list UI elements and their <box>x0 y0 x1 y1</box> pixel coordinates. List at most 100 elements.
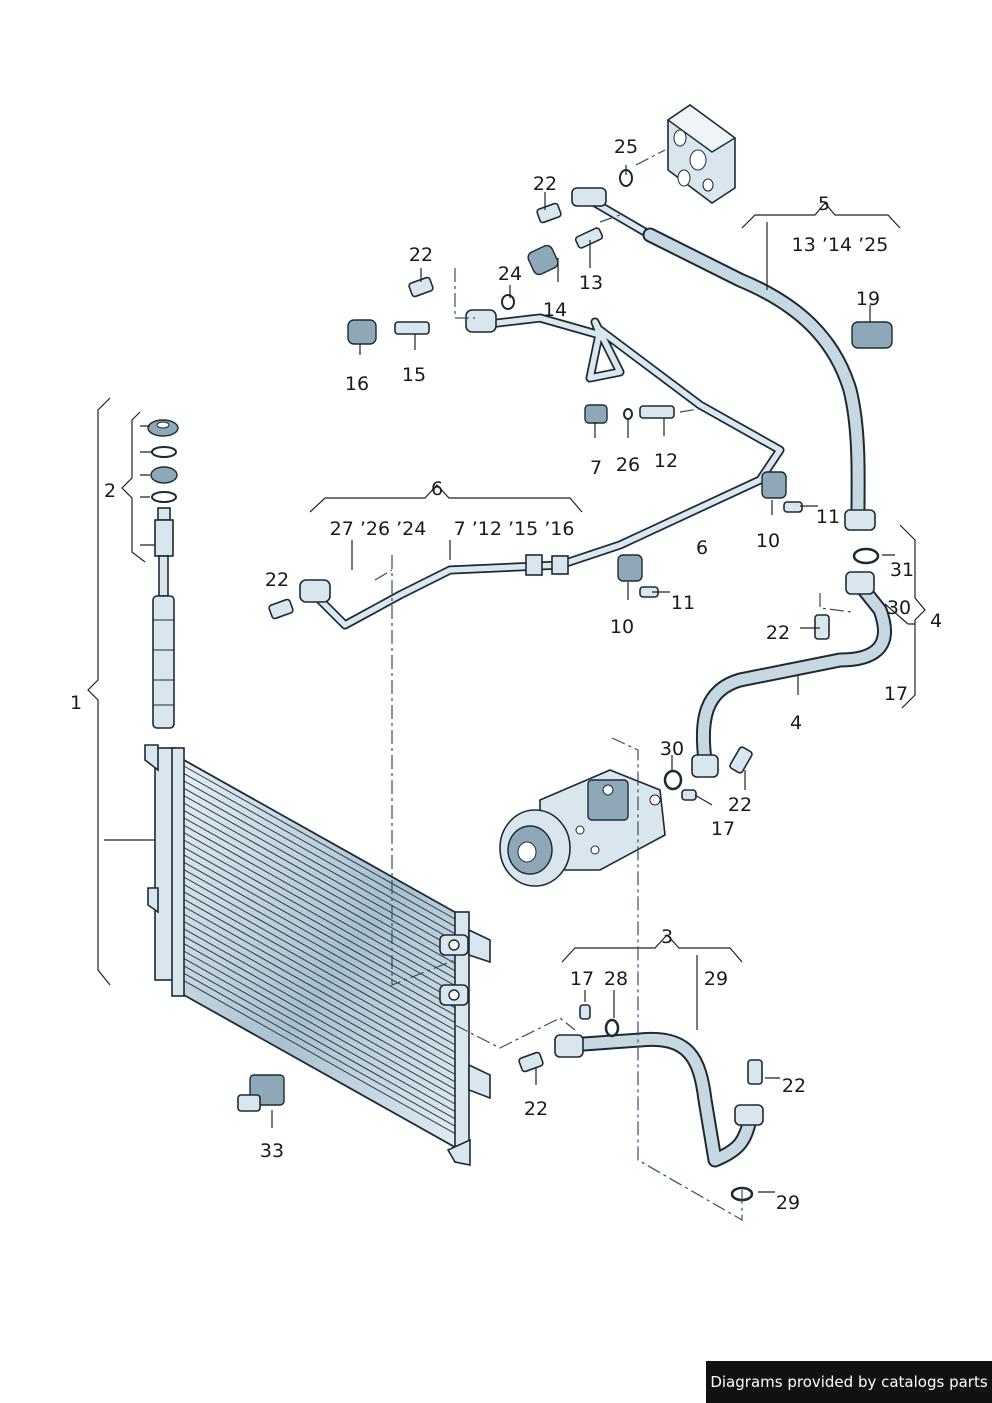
switch-7 <box>584 404 608 424</box>
label-22-line6: 22 <box>265 569 289 591</box>
dash-lines <box>374 149 853 1222</box>
condenser-fin <box>181 838 456 994</box>
screw-11-upper <box>783 501 803 513</box>
line-4 <box>691 571 892 778</box>
label-15: 15 <box>402 364 426 386</box>
footer-banner: Diagrams provided by catalogs parts <box>706 1361 992 1403</box>
condenser-fin <box>181 964 456 1120</box>
label-29-bracket: 29 <box>704 968 728 990</box>
condenser-fin <box>181 823 456 979</box>
o-ring-26 <box>623 408 633 420</box>
plug-17-line3 <box>579 1004 591 1020</box>
label-31: 31 <box>890 559 914 581</box>
condenser-fin <box>181 831 456 987</box>
callout-labels: 1 2 3 4 4 5 6 6 7 10 10 11 11 12 13 14 1… <box>70 136 942 1214</box>
o-ring-24 <box>501 294 515 310</box>
label-30-upper: 30 <box>887 597 911 619</box>
condenser-fin <box>181 919 456 1075</box>
label-4-line: 4 <box>790 712 802 734</box>
label-5: 5 <box>818 193 830 215</box>
label-6-bracket: 6 <box>431 478 443 500</box>
condenser-fin <box>181 882 456 1038</box>
group-label-5: 13 ’14 ’25 <box>792 234 889 256</box>
label-3: 3 <box>661 926 673 948</box>
bolt-22-top <box>536 202 562 224</box>
compressor <box>499 769 666 887</box>
label-19: 19 <box>856 288 880 310</box>
sensor-33 <box>237 1074 285 1112</box>
condenser-fin <box>181 912 456 1068</box>
line-3 <box>554 1031 764 1168</box>
condenser-fin <box>181 875 456 1031</box>
condenser-fin <box>181 816 456 972</box>
cap-16 <box>347 319 377 345</box>
o-ring-28 <box>604 1018 620 1038</box>
leader-lines <box>87 165 926 1193</box>
label-2: 2 <box>104 480 116 502</box>
group-label-6-right: 7 ’12 ’15 ’16 <box>454 518 575 540</box>
label-25: 25 <box>614 136 638 158</box>
o-ring-30 <box>663 769 683 791</box>
condenser-fin <box>181 794 456 950</box>
condenser-fins <box>181 764 456 1135</box>
label-11-upper: 11 <box>816 506 840 528</box>
label-22-top: 22 <box>533 173 557 195</box>
condenser-port-upper <box>439 934 469 956</box>
condenser-fin <box>181 771 456 927</box>
label-22-right: 22 <box>782 1075 806 1097</box>
line-5 <box>571 187 876 531</box>
clip-10-upper <box>761 471 787 499</box>
condenser-fin <box>181 764 456 920</box>
label-22-line4: 22 <box>766 622 790 644</box>
label-10-upper: 10 <box>756 530 780 552</box>
line-5-fitting <box>571 187 607 207</box>
bolt-22-left <box>408 276 434 298</box>
clip-10-lower <box>617 554 643 582</box>
condenser-fin <box>181 897 456 1053</box>
label-10-lower: 10 <box>610 616 634 638</box>
label-14: 14 <box>543 299 567 321</box>
valve-13 <box>574 227 604 249</box>
condenser <box>144 744 491 1166</box>
label-22-line3: 22 <box>524 1098 548 1120</box>
condenser-fin <box>181 934 456 1090</box>
label-7: 7 <box>590 457 602 479</box>
bolt-22-line3 <box>518 1051 544 1073</box>
condenser-fin <box>181 979 456 1135</box>
condenser-fin <box>181 801 456 957</box>
bolt-22-right <box>747 1059 763 1085</box>
condenser-side-tank-left <box>171 747 185 997</box>
bolt-22-line6 <box>268 598 294 620</box>
bracket-19 <box>851 321 893 349</box>
condenser-fin <box>181 853 456 1009</box>
dryer-cartridge <box>147 419 179 729</box>
condenser-fin <box>181 956 456 1112</box>
label-4-bracket: 4 <box>930 610 942 632</box>
label-16: 16 <box>345 373 369 395</box>
label-33: 33 <box>260 1140 284 1162</box>
condenser-fin <box>181 927 456 1083</box>
plug-17-compressor <box>681 789 697 801</box>
valve-12 <box>639 405 675 419</box>
valve-15 <box>394 321 430 335</box>
condenser-fin <box>181 971 456 1127</box>
condenser-fin <box>181 779 456 935</box>
condenser-fin <box>181 905 456 1061</box>
bolt-22-line4 <box>814 614 830 640</box>
label-28: 28 <box>604 968 628 990</box>
label-24: 24 <box>498 263 522 285</box>
condenser-fin <box>181 860 456 1016</box>
condenser-fin <box>181 845 456 1001</box>
label-17-line3: 17 <box>570 968 594 990</box>
label-17-compressor: 17 <box>711 818 735 840</box>
condenser-fin <box>181 868 456 1024</box>
cap-14 <box>527 244 559 276</box>
expansion-valve <box>666 104 737 204</box>
label-26: 26 <box>616 454 640 476</box>
bolt-22-compressor <box>729 746 753 774</box>
line-6 <box>299 309 785 630</box>
label-13: 13 <box>579 272 603 294</box>
label-22-compressor: 22 <box>728 794 752 816</box>
group-label-6-left: 27 ’26 ’24 <box>330 518 427 540</box>
